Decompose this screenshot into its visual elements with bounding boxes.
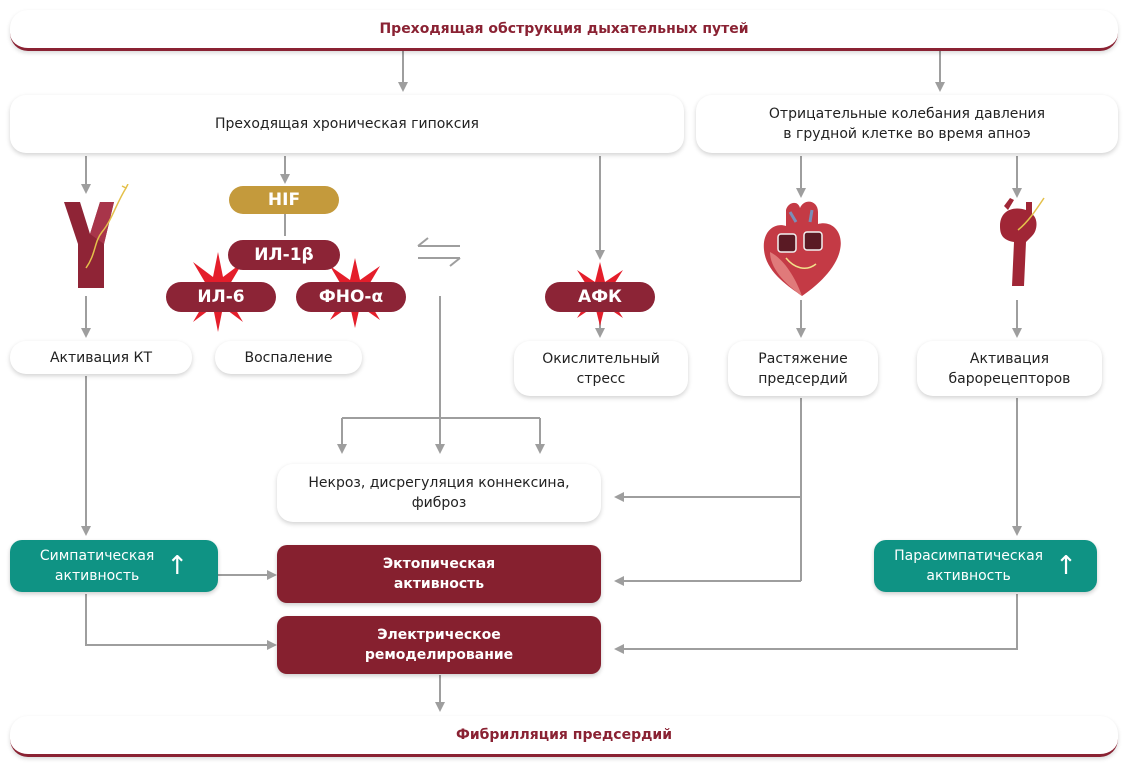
sympathetic-line-1: Симпатическая: [39, 548, 155, 564]
carotid-body-icon: [64, 184, 129, 288]
bottom-banner-text: Фибрилляция предсердий: [455, 727, 673, 743]
activation-kt-text: Активация КТ: [49, 349, 153, 366]
ectopic-line-2: активность: [393, 576, 485, 592]
pressure-box: Отрицательные колебания давления в грудн…: [696, 95, 1118, 153]
parasympathetic-line-1: Парасимпатическая: [894, 548, 1044, 564]
hypoxia-text: Преходящая хроническая гипоксия: [215, 116, 479, 132]
necrosis-line-1: Некроз, дисрегуляция коннексина,: [308, 475, 570, 491]
atrial-stretch-box: Растяжение предсердий: [728, 341, 878, 396]
electrical-remodeling-box: Электрическое ремоделирование: [277, 616, 601, 674]
ectopic-activity-box: Эктопическая активность: [277, 545, 601, 603]
pressure-line-1: Отрицательные колебания давления: [768, 106, 1046, 122]
parasympathetic-line-2: активность: [926, 568, 1011, 584]
top-banner-text: Преходящая обструкция дыхательных путей: [379, 21, 749, 37]
baroreceptor-line-1: Активация: [969, 350, 1050, 367]
il6-pill: ИЛ-6: [166, 282, 276, 312]
oxidative-line-2: стресс: [576, 370, 626, 387]
il1b-label: ИЛ-1β: [254, 245, 314, 265]
tnf-label: ФНО-α: [318, 287, 384, 307]
ros-pill: АФК: [545, 282, 655, 312]
ros-label: АФК: [578, 287, 622, 307]
aortic-arch-icon: [1000, 197, 1045, 286]
hif-pill: HIF: [229, 186, 339, 214]
atrial-stretch-line-2: предсердий: [758, 370, 848, 387]
baroreceptor-line-2: барорецепторов: [948, 370, 1071, 387]
inflammation-box: Воспаление: [215, 341, 362, 374]
necrosis-box: Некроз, дисрегуляция коннексина, фиброз: [277, 464, 601, 522]
arrow-up-icon: ↑: [1055, 551, 1077, 581]
necrosis-line-2: фиброз: [411, 495, 467, 511]
arrow-up-icon: ↑: [166, 551, 189, 581]
ectopic-line-1: Эктопическая: [382, 556, 496, 572]
sympathetic-activity-box: Симпатическая активность ↑: [10, 540, 218, 592]
baroreceptor-box: Активация барорецепторов: [917, 341, 1102, 396]
oxidative-line-1: Окислительный: [542, 350, 660, 367]
tnf-pill: ФНО-α: [296, 282, 406, 312]
pressure-line-2: в грудной клетке во время апноэ: [783, 126, 1031, 142]
heart-icon: [763, 201, 841, 296]
remodeling-line-2: ремоделирование: [364, 647, 514, 663]
il1b-pill: ИЛ-1β: [228, 240, 340, 270]
hypoxia-box: Преходящая хроническая гипоксия: [10, 95, 684, 153]
top-banner: Преходящая обструкция дыхательных путей: [10, 10, 1118, 51]
parasympathetic-activity-box: Парасимпатическая активность ↑: [874, 540, 1097, 592]
hif-label: HIF: [267, 190, 301, 210]
bottom-banner: Фибрилляция предсердий: [10, 716, 1118, 757]
oxidative-stress-box: Окислительный стресс: [514, 341, 688, 396]
atrial-stretch-line-1: Растяжение: [758, 350, 848, 367]
remodeling-line-1: Электрическое: [377, 627, 501, 643]
sympathetic-line-2: активность: [54, 568, 140, 584]
il6-label: ИЛ-6: [197, 287, 245, 307]
activation-kt-box: Активация КТ: [10, 341, 192, 374]
inflammation-text: Воспаление: [244, 349, 333, 366]
